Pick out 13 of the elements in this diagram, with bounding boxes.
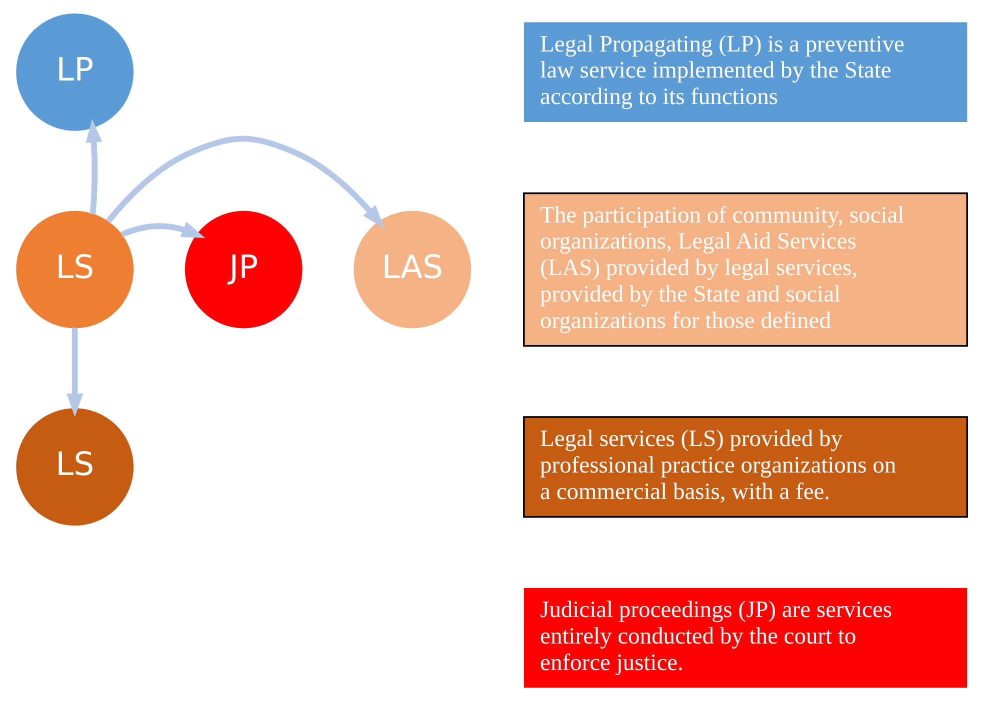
arrow: [86, 118, 102, 214]
node-circle: LAS: [354, 210, 472, 328]
arrow: [120, 222, 206, 238]
node-box: Judicial proceedings (JP) are services entirely conducted by the court to enforce justice.: [524, 588, 968, 688]
node-box: Legal Propagating (LP) is a preventive law service implemented by the State according to its functions: [524, 22, 968, 122]
node-box: The participation of community, social organizations, Legal Aid Services (LAS) provided by legal services, provided by the State and social organizations for those defined: [523, 192, 968, 347]
node-circle: JP: [184, 210, 302, 328]
arrow: [106, 136, 384, 228]
node-circle: LS: [16, 210, 134, 328]
node-box: Legal services (LS) provided by professional practice organizations on a commercial basis, with a fee.: [523, 416, 968, 518]
node-circle: LP: [16, 13, 134, 131]
node-circle: LS: [16, 408, 134, 526]
arrow: [66, 328, 84, 418]
